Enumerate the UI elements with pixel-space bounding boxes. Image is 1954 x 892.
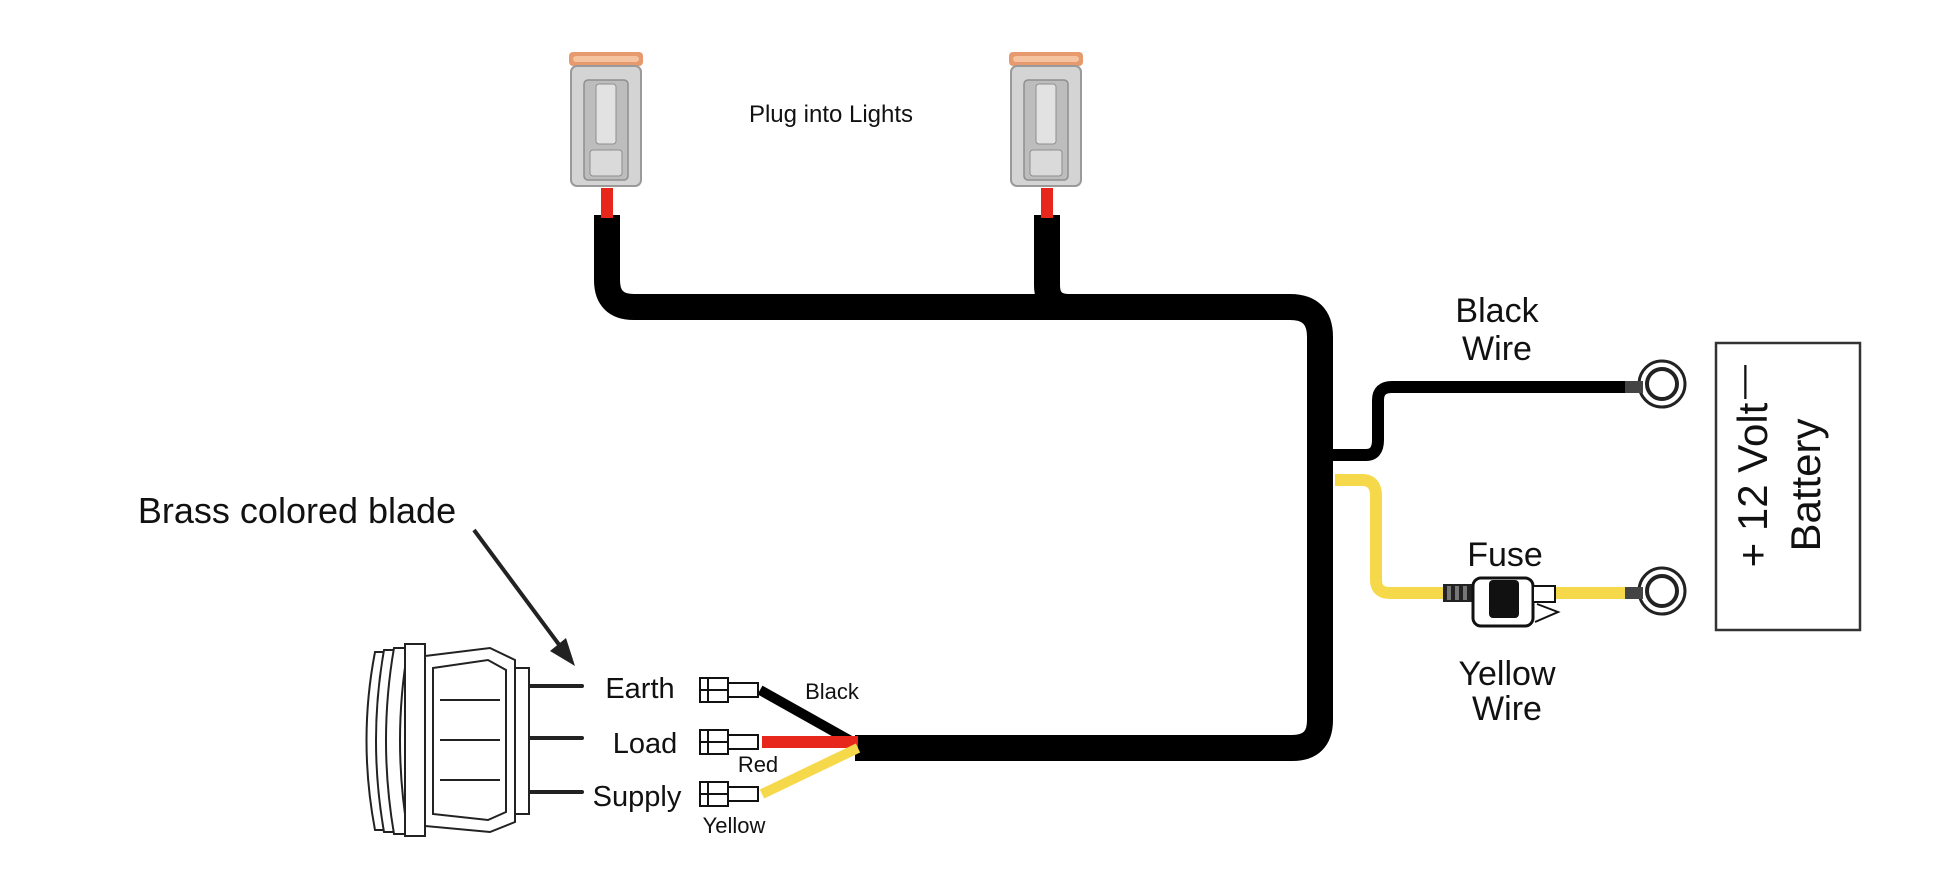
spade-terminal-supply xyxy=(699,781,759,807)
battery-minus-sign: — xyxy=(1724,365,1762,399)
fuse-label: Fuse xyxy=(1467,536,1543,574)
spade-terminals xyxy=(699,677,759,807)
battery-label-line1: + 12 Volt xyxy=(1729,402,1776,567)
brass-blade-arrowhead xyxy=(550,638,575,666)
yellow-wire-label-line1: Yellow xyxy=(1458,655,1555,693)
black-wire-label-line1: Black xyxy=(1455,292,1539,330)
black-battery-wire xyxy=(1333,381,1630,461)
battery-box xyxy=(1714,341,1862,632)
harness-trunk xyxy=(640,294,1333,761)
harness-branch-right xyxy=(1034,215,1070,320)
spade-terminal-load xyxy=(699,729,759,755)
supply-label: Supply xyxy=(593,781,682,813)
brass-blade-label: Brass colored blade xyxy=(138,490,456,531)
ring-terminal-yellow-neck xyxy=(1625,587,1643,599)
switch-black-wire xyxy=(757,685,861,750)
yellow-battery-wire xyxy=(1335,474,1445,599)
main-harness xyxy=(594,215,1333,761)
switch-blade-pins xyxy=(528,684,584,794)
switch-yellow-wire xyxy=(759,743,861,799)
connector-plug-right xyxy=(1009,52,1083,187)
plug-into-lights-label: Plug into Lights xyxy=(749,101,913,128)
inline-fuse-holder xyxy=(1443,576,1561,628)
spade-terminal-earth xyxy=(699,677,759,703)
ring-terminal-yellow xyxy=(1645,574,1679,608)
earth-label: Earth xyxy=(605,673,674,705)
yellow-wire-label-line2: Wire xyxy=(1472,690,1542,728)
connector-plug-left xyxy=(569,52,643,187)
yellow-lead-label: Yellow xyxy=(703,813,766,838)
load-label: Load xyxy=(613,728,678,760)
red-lead-right xyxy=(1041,188,1053,218)
red-lead-label: Red xyxy=(738,752,778,777)
harness-branch-left xyxy=(594,215,1035,320)
ring-terminal-black-neck xyxy=(1625,381,1643,393)
red-lead-left xyxy=(601,188,613,218)
black-wire-label-line2: Wire xyxy=(1462,330,1532,368)
rocker-switch xyxy=(365,643,530,837)
black-lead-label: Black xyxy=(805,679,860,704)
brass-blade-arrow xyxy=(472,528,565,652)
ring-terminal-black xyxy=(1645,367,1679,401)
battery-label-line2: Battery xyxy=(1782,418,1829,551)
